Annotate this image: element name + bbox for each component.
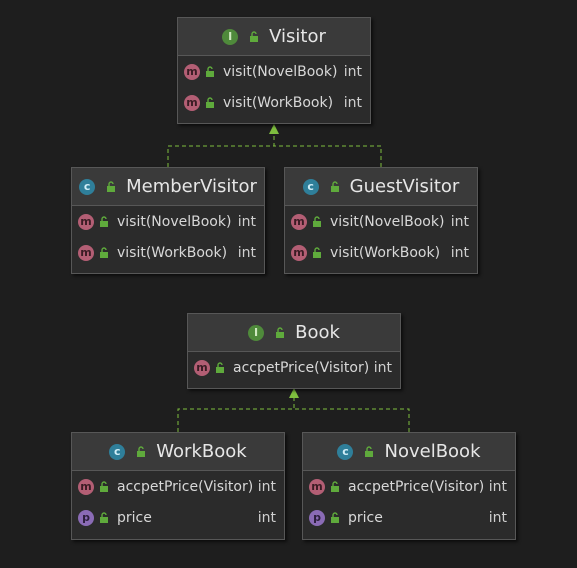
member-name: price [117, 509, 152, 526]
class-icon: c [79, 178, 96, 195]
member-type: int [257, 509, 276, 526]
class-header: I Book [188, 314, 400, 352]
class-icon: c [109, 443, 126, 460]
method-icon: m [184, 94, 200, 111]
method-icon: m [194, 359, 210, 376]
member-type: int [237, 244, 256, 261]
class-icon: c [337, 443, 354, 460]
lock-icon [100, 246, 108, 258]
lock-icon [206, 96, 214, 108]
interface-icon: I [222, 28, 239, 45]
class-name: MemberVisitor [126, 176, 257, 197]
class-header: I Visitor [178, 18, 370, 56]
member-row[interactable]: m visit(NovelBook) int [72, 206, 264, 237]
class-member-visitor[interactable]: c MemberVisitor m visit(NovelBook) int m… [71, 167, 265, 274]
member-name: price [348, 509, 383, 526]
class-name: Book [295, 322, 340, 343]
lock-icon [137, 445, 146, 457]
class-name: GuestVisitor [349, 176, 460, 197]
lock-icon [216, 361, 224, 373]
member-row[interactable]: p price int [72, 502, 284, 533]
member-row[interactable]: m accpetPrice(Visitor) int [188, 352, 400, 383]
property-icon: p [309, 509, 325, 526]
member-type: int [343, 63, 362, 80]
edge-novel-book-to-book [294, 408, 410, 432]
member-name: visit(WorkBook) [117, 244, 228, 261]
method-icon: m [78, 478, 94, 495]
lock-icon [100, 480, 108, 492]
lock-icon [331, 480, 339, 492]
member-row[interactable]: m visit(WorkBook) int [178, 87, 370, 118]
method-icon: m [78, 213, 94, 230]
member-name: visit(WorkBook) [223, 94, 334, 111]
arrowhead-book [289, 388, 299, 398]
lock-icon [100, 215, 108, 227]
member-name: visit(NovelBook) [223, 63, 338, 80]
method-icon: m [291, 244, 307, 261]
property-icon: p [78, 509, 94, 526]
class-icon: c [302, 178, 319, 195]
member-row[interactable]: p price int [303, 502, 515, 533]
class-novel-book[interactable]: c NovelBook m accpetPrice(Visitor) int p… [302, 432, 516, 540]
edge-work-book-to-book [177, 390, 295, 432]
member-name: accpetPrice(Visitor) [233, 359, 370, 376]
method-icon: m [184, 63, 200, 80]
edge-member-visitor-to-visitor [167, 126, 275, 167]
lock-icon [276, 326, 285, 338]
class-book[interactable]: I Book m accpetPrice(Visitor) int [187, 313, 401, 389]
class-name: WorkBook [156, 441, 247, 462]
class-header: c NovelBook [303, 433, 515, 471]
lock-icon [331, 511, 339, 523]
class-header: c MemberVisitor [72, 168, 264, 206]
member-row[interactable]: m visit(NovelBook) int [178, 56, 370, 87]
lock-icon [250, 30, 259, 42]
member-type: int [450, 213, 469, 230]
class-name: Visitor [269, 26, 326, 47]
lock-icon [330, 180, 339, 192]
class-name: NovelBook [384, 441, 481, 462]
member-name: visit(WorkBook) [330, 244, 441, 261]
method-icon: m [78, 244, 94, 261]
interface-icon: I [248, 324, 265, 341]
member-name: visit(NovelBook) [330, 213, 445, 230]
member-type: int [488, 478, 507, 495]
member-row[interactable]: m accpetPrice(Visitor) int [72, 471, 284, 502]
lock-icon [313, 215, 321, 227]
method-icon: m [309, 478, 325, 495]
member-type: int [373, 359, 392, 376]
member-type: int [488, 509, 507, 526]
lock-icon [313, 246, 321, 258]
member-type: int [257, 478, 276, 495]
member-type: int [343, 94, 362, 111]
lock-icon [107, 180, 116, 192]
member-row[interactable]: m visit(WorkBook) int [72, 237, 264, 268]
member-row[interactable]: m visit(NovelBook) int [285, 206, 477, 237]
lock-icon [206, 65, 214, 77]
edge-guest-visitor-to-visitor [274, 145, 382, 167]
arrowhead-visitor [269, 124, 279, 134]
member-name: accpetPrice(Visitor) [348, 478, 485, 495]
class-header: c GuestVisitor [285, 168, 477, 206]
class-visitor[interactable]: I Visitor m visit(NovelBook) int m visit… [177, 17, 371, 124]
method-icon: m [291, 213, 307, 230]
member-name: visit(NovelBook) [117, 213, 232, 230]
class-guest-visitor[interactable]: c GuestVisitor m visit(NovelBook) int m … [284, 167, 478, 274]
member-name: accpetPrice(Visitor) [117, 478, 254, 495]
member-row[interactable]: m accpetPrice(Visitor) int [303, 471, 515, 502]
member-row[interactable]: m visit(WorkBook) int [285, 237, 477, 268]
lock-icon [100, 511, 108, 523]
class-work-book[interactable]: c WorkBook m accpetPrice(Visitor) int p … [71, 432, 285, 540]
class-header: c WorkBook [72, 433, 284, 471]
member-type: int [237, 213, 256, 230]
lock-icon [365, 445, 374, 457]
member-type: int [450, 244, 469, 261]
